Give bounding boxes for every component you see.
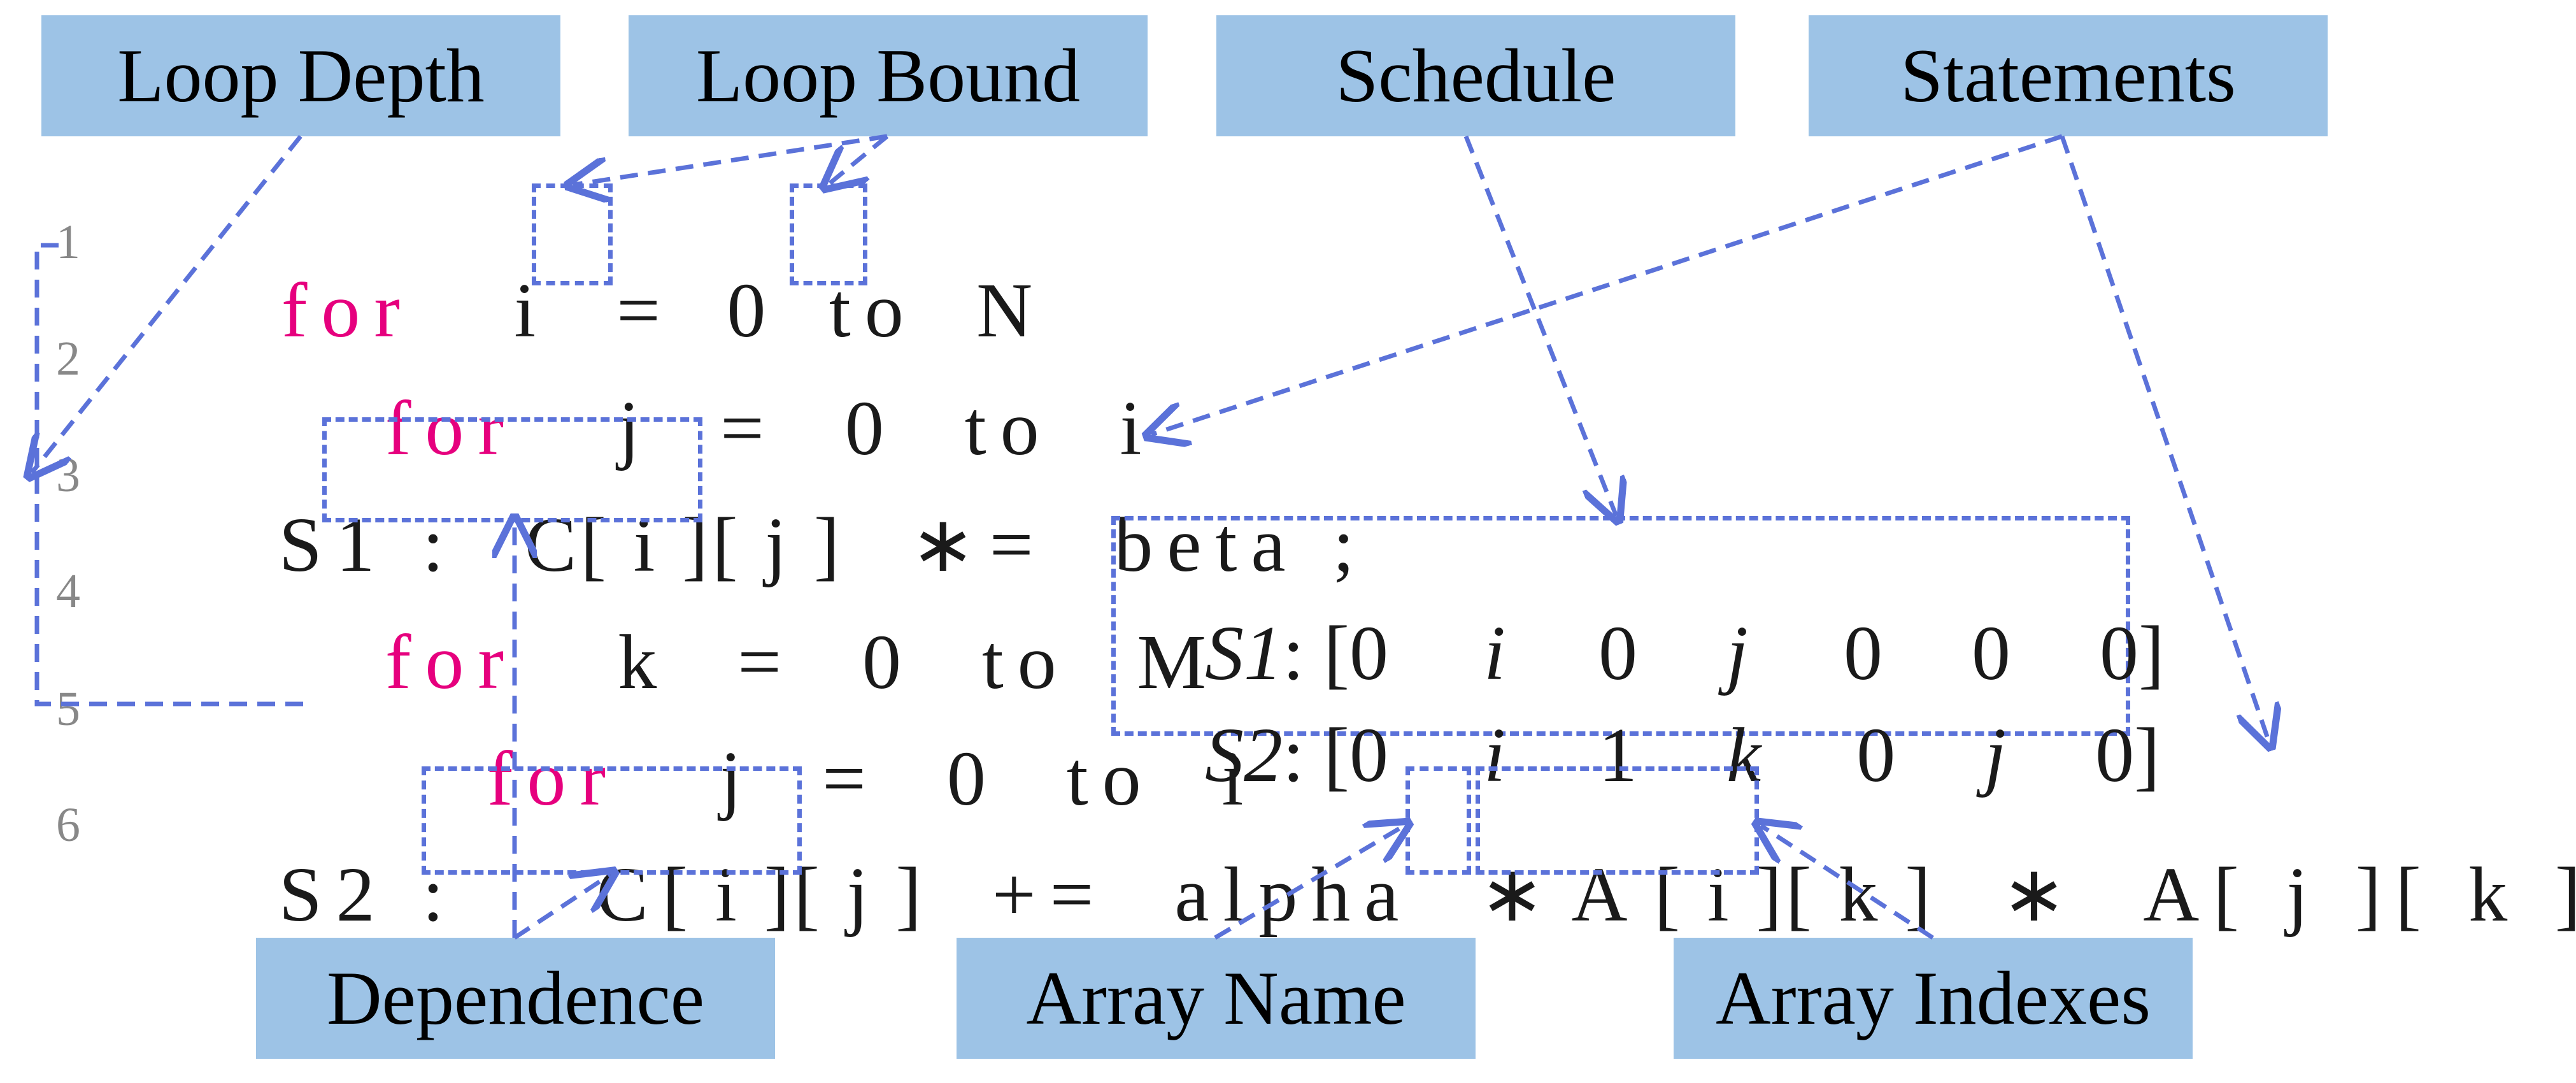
code-line-4: for k = 0 to M xyxy=(252,546,1220,779)
label-loop-bound: Loop Bound xyxy=(629,15,1148,136)
line-number-6: 6 xyxy=(56,798,80,852)
label-dependence: Dependence xyxy=(256,938,775,1059)
line-number-5: 5 xyxy=(56,682,80,736)
array-indexes-a: [ i ][ k ] xyxy=(1654,852,1935,938)
keyword-for: for xyxy=(385,619,518,705)
loop-header: k = 0 to M xyxy=(618,619,1220,705)
arrow-loop-bound-lower xyxy=(573,134,888,185)
code-line-6: S2 : C[ i ][ j ] += alpha ∗A[ i ][ k ] ∗… xyxy=(145,778,2576,1012)
schedule-stmt-name: S2 xyxy=(1205,712,1283,798)
line-number-4: 4 xyxy=(56,564,80,618)
arrow-schedule xyxy=(1463,135,1616,516)
keyword-for: for xyxy=(487,736,620,822)
loop-var: i = xyxy=(514,268,708,354)
arrow-loop-depth xyxy=(32,134,302,473)
arrow-array-name xyxy=(1214,826,1404,940)
statement-operator: += alpha ∗ xyxy=(992,852,1559,938)
array-name-a: A xyxy=(1571,852,1642,938)
line-number-2: 2 xyxy=(56,332,80,385)
keyword-for: for xyxy=(385,385,518,471)
arrow-array-indexes xyxy=(1761,826,1934,940)
loop-header: j = 0 to i xyxy=(720,736,1258,822)
label-loop-depth: Loop Depth xyxy=(41,15,560,136)
loop-upper-bound: N xyxy=(976,268,1047,354)
arrow-statements-s2 xyxy=(2060,135,2269,742)
label-array-name: Array Name xyxy=(957,938,1476,1059)
label-array-indexes: Array Indexes xyxy=(1674,938,2193,1059)
label-statements: Statements xyxy=(1809,15,2328,136)
schedule-stmt-name: S1 xyxy=(1205,610,1283,696)
bracket-loop-depth xyxy=(34,243,312,706)
code-line-1: for i = 0 to N xyxy=(148,194,1046,427)
arrow-loop-bound-upper xyxy=(828,134,889,185)
label-schedule: Schedule xyxy=(1216,15,1735,136)
loop-lower-bound: 0 xyxy=(727,268,780,354)
statement-tail: ∗ A[ j ][ k ]; xyxy=(2001,852,2576,938)
array-ref-c-indexes: [ i ][ j ] xyxy=(662,852,925,938)
arrow-statements-s1 xyxy=(1151,134,2063,434)
keyword-for: for xyxy=(281,268,414,354)
code-line-2: for j = 0 to i xyxy=(252,312,1155,545)
arrow-dependence-s2 xyxy=(513,875,610,940)
line-number-1: 1 xyxy=(56,215,80,269)
code-line-5: for j = 0 to i xyxy=(353,663,1257,896)
loop-header: j = 0 to i xyxy=(618,385,1156,471)
